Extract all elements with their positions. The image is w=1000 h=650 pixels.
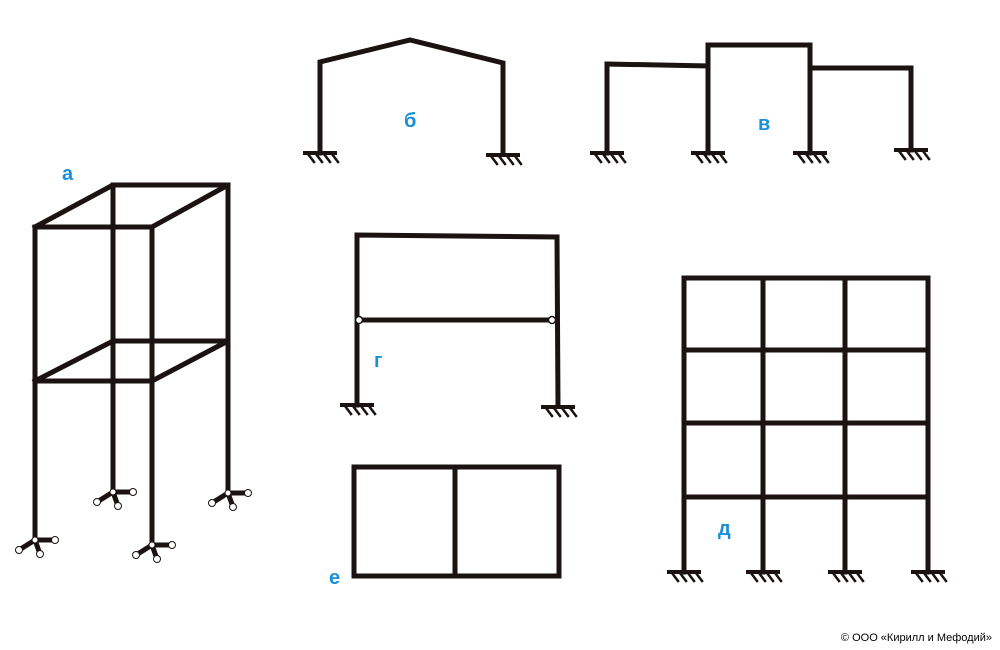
support-hatch <box>897 149 907 161</box>
frame-a-top <box>31 182 230 231</box>
support-hatch <box>914 571 924 583</box>
support-hatch <box>702 152 712 164</box>
support-hatch <box>921 149 931 161</box>
support-hatch <box>601 152 611 164</box>
support-hatch <box>718 152 728 164</box>
fixed-support-icon <box>340 403 377 416</box>
support-node <box>114 502 122 510</box>
support-hatch <box>765 571 775 583</box>
label-e: е <box>329 567 341 589</box>
support-hatch <box>694 571 704 583</box>
support-hatch <box>796 152 806 164</box>
fixed-support-icon <box>486 153 523 166</box>
support-node <box>168 541 176 549</box>
support-node <box>15 546 23 554</box>
fixed-support-icon <box>691 151 728 164</box>
support-hatch <box>359 404 369 416</box>
copyright: © ООО «Кирилл и Мефодий» <box>840 632 992 644</box>
support-hatch <box>855 571 865 583</box>
support-node <box>129 488 137 496</box>
fixed-support-icon <box>793 151 830 164</box>
label-a: а <box>62 163 74 185</box>
fixed-support-icon <box>828 570 865 583</box>
support-hatch <box>568 406 578 418</box>
support-hatch <box>343 404 353 416</box>
fixed-support-icon <box>667 570 704 583</box>
frame-a-floor <box>31 338 230 385</box>
support-hatch <box>617 152 627 164</box>
support-hatch <box>847 571 857 583</box>
hinge-icon <box>354 315 364 325</box>
support-node <box>93 498 101 506</box>
support-hatch <box>812 152 822 164</box>
support-node <box>224 489 232 497</box>
frame-b <box>317 37 506 156</box>
support-hatch <box>773 571 783 583</box>
support-hatch <box>694 152 704 164</box>
fixed-support-icon <box>911 570 948 583</box>
support-node <box>36 550 44 558</box>
support-node <box>148 541 156 549</box>
support-hatch <box>757 571 767 583</box>
support-hatch <box>686 571 696 583</box>
support-hatch <box>710 152 720 164</box>
fixed-support-icon <box>590 151 627 164</box>
label-v: в <box>758 113 771 135</box>
fixed-support-icon <box>303 151 340 164</box>
pin-support-icon <box>93 488 137 510</box>
support-hatch <box>670 571 680 583</box>
support-node <box>132 551 140 559</box>
support-node <box>109 488 117 496</box>
support-hatch <box>905 149 915 161</box>
support-hatch <box>322 152 332 164</box>
support-hatch <box>678 571 688 583</box>
support-hatch <box>497 154 507 166</box>
frame-member <box>604 61 711 69</box>
support-hatch <box>544 406 554 418</box>
support-hatch <box>314 152 324 164</box>
support-hatch <box>513 154 523 166</box>
label-b: б <box>404 110 417 132</box>
support-hatch <box>831 571 841 583</box>
support-node <box>153 555 161 563</box>
support-hatch <box>330 152 340 164</box>
support-hatch <box>938 571 948 583</box>
fixed-support-icon <box>894 148 931 161</box>
support-hatch <box>306 152 316 164</box>
support-node <box>51 536 59 544</box>
fixed-support-icon <box>541 405 578 418</box>
support-hatch <box>560 406 570 418</box>
support-hatch <box>367 404 377 416</box>
support-node <box>244 489 252 497</box>
support-hatch <box>820 152 830 164</box>
support-hatch <box>593 152 603 164</box>
support-hatch <box>922 571 932 583</box>
support-hatch <box>351 404 361 416</box>
support-hatch <box>505 154 515 166</box>
support-hatch <box>552 406 562 418</box>
support-hatch <box>839 571 849 583</box>
fixed-support-icon <box>746 570 783 583</box>
pin-support-icon <box>15 536 59 558</box>
support-hatch <box>804 152 814 164</box>
hinge-icon <box>547 315 557 325</box>
label-g: г <box>374 350 383 372</box>
support-node <box>229 503 237 511</box>
support-hatch <box>489 154 499 166</box>
support-node <box>31 536 39 544</box>
pin-support-icon <box>208 489 252 511</box>
frame-a-front <box>32 224 155 548</box>
support-node <box>208 499 216 507</box>
label-d: д <box>718 518 731 540</box>
pin-support-icon <box>132 541 176 563</box>
support-hatch <box>609 152 619 164</box>
support-hatch <box>749 571 759 583</box>
support-hatch <box>913 149 923 161</box>
support-hatch <box>930 571 940 583</box>
